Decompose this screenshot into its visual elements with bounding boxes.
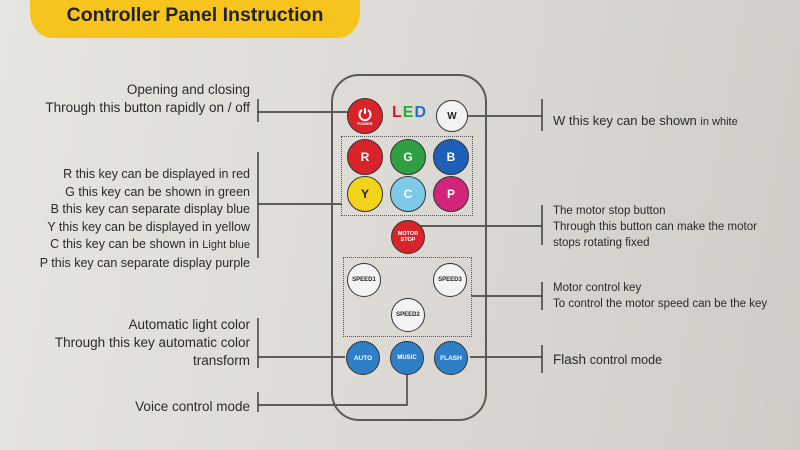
- c-key-desc-main: C this key can be shown in: [50, 237, 199, 251]
- c-button-label: C: [403, 187, 413, 201]
- led-letter-d: D: [414, 104, 428, 121]
- p-button-label: P: [446, 187, 455, 201]
- power-desc-line2: Through this button rapidly on / off: [45, 100, 250, 115]
- c-key-desc-small: Light blue: [202, 239, 250, 251]
- flash-button[interactable]: FLASH: [434, 341, 468, 375]
- motor-control-description: Motor control key To control the motor s…: [553, 280, 767, 312]
- led-label: LED: [392, 104, 427, 122]
- speed3-label: SPEED3: [438, 277, 462, 283]
- power-button[interactable]: POWER: [347, 98, 383, 134]
- power-desc-line1: Opening and closing: [126, 82, 250, 97]
- motor-stop-label-2: STOP: [400, 237, 416, 243]
- p-button[interactable]: P: [433, 176, 469, 212]
- c-key-desc: C this key can be shown in Light blue: [10, 236, 250, 255]
- speed3-button[interactable]: SPEED3: [433, 263, 467, 297]
- speed-keys-group: [343, 257, 472, 337]
- speed1-label: SPEED1: [352, 277, 376, 283]
- led-letter-l: L: [392, 104, 403, 121]
- g-key-desc: G this key can be shown in green: [65, 184, 250, 199]
- color-keys-description: R this key can be displayed in red G thi…: [10, 166, 250, 272]
- led-letter-e: E: [402, 104, 415, 121]
- p-key-desc: P this key can separate display purple: [39, 255, 250, 270]
- power-description: Opening and closing Through this button …: [20, 81, 250, 117]
- color-keys-group: [341, 136, 473, 216]
- motor-stop-desc-line1: The motor stop button: [553, 205, 666, 217]
- motor-ctrl-desc-line2: To control the motor speed can be the ke…: [553, 298, 768, 310]
- w-key-description: W this key can be shown in white: [553, 112, 738, 132]
- music-label: MUSIC: [397, 355, 417, 361]
- c-button[interactable]: C: [390, 176, 426, 212]
- power-icon: [358, 108, 372, 122]
- auto-desc-line1: Automatic light color: [128, 317, 250, 332]
- g-button[interactable]: G: [390, 139, 426, 175]
- motor-stop-button[interactable]: MOTOR STOP: [391, 220, 425, 254]
- y-button[interactable]: Y: [347, 176, 383, 212]
- flash-label: FLASH: [440, 354, 462, 362]
- page-title: Controller Panel Instruction: [66, 4, 324, 26]
- speed1-button[interactable]: SPEED1: [347, 263, 381, 297]
- w-button-label: W: [447, 110, 457, 122]
- w-desc-small: in white: [700, 116, 738, 128]
- auto-desc-line2: Through this key automatic color: [54, 335, 250, 350]
- music-button[interactable]: MUSIC: [390, 341, 424, 375]
- y-button-label: Y: [360, 187, 369, 201]
- r-button[interactable]: R: [347, 139, 383, 175]
- y-key-desc: Y this key can be displayed in yellow: [47, 219, 250, 234]
- b-key-desc: B this key can separate display blue: [50, 202, 250, 216]
- voice-description: Voice control mode: [135, 399, 250, 414]
- speed2-button[interactable]: SPEED2: [391, 298, 425, 332]
- w-desc-main: W this key can be shown: [553, 113, 697, 128]
- b-button[interactable]: B: [433, 139, 469, 175]
- b-button-label: B: [446, 150, 456, 164]
- flash-desc-small: control mode: [589, 353, 663, 367]
- auto-desc-line3: transform: [192, 353, 250, 368]
- flash-desc-main: Flash: [553, 352, 587, 367]
- motor-stop-desc-line2: Through this button can make the motor: [553, 221, 757, 233]
- motor-stop-label-1: MOTOR: [397, 231, 419, 237]
- motor-stop-desc-line3: stops rotating fixed: [553, 237, 650, 249]
- g-button-label: G: [403, 150, 413, 164]
- auto-description: Automatic light color Through this key a…: [10, 316, 250, 370]
- motor-stop-description: The motor stop button Through this butto…: [553, 203, 757, 251]
- speed2-label: SPEED2: [396, 312, 420, 318]
- r-button-label: R: [360, 150, 370, 164]
- auto-label: AUTO: [353, 354, 373, 362]
- flash-description: Flash control mode: [553, 351, 662, 370]
- w-button[interactable]: W: [436, 100, 468, 132]
- r-key-desc: R this key can be displayed in red: [63, 167, 250, 181]
- power-sub-label: POWER: [357, 121, 373, 126]
- auto-button[interactable]: AUTO: [346, 341, 380, 375]
- title-banner: Controller Panel Instruction: [30, 0, 360, 38]
- motor-ctrl-desc-line1: Motor control key: [553, 282, 642, 294]
- remote-control: [331, 74, 487, 421]
